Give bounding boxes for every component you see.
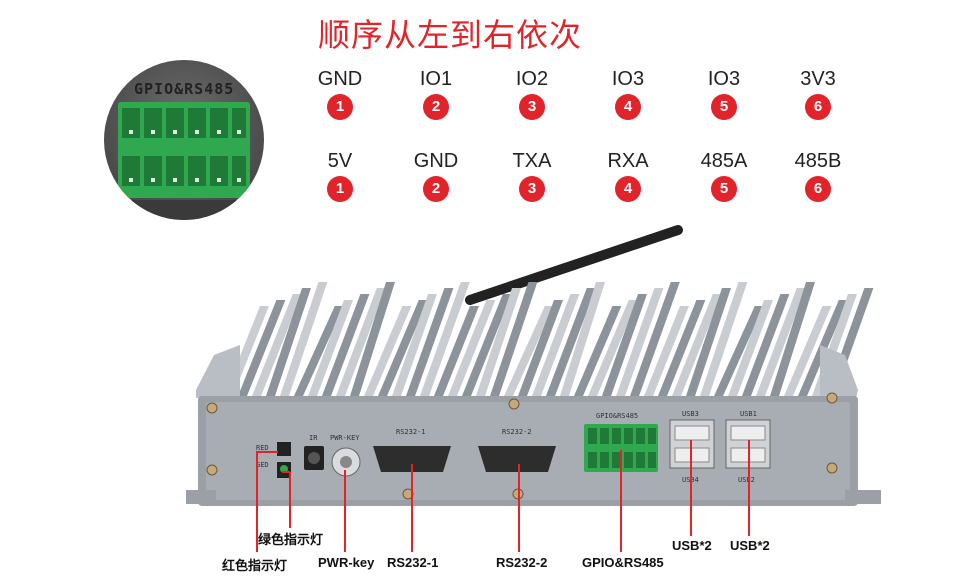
pin-label: IO1 <box>419 68 453 90</box>
heatsink-fin <box>616 288 664 396</box>
pin-label: GND <box>413 150 459 172</box>
heatsink-fin <box>462 294 512 396</box>
pin-label: IO3 <box>707 68 741 90</box>
callout-green-led: 绿色指示灯 <box>258 532 324 547</box>
heatsink-fin <box>392 294 437 396</box>
pin-number-badge: 5 <box>711 176 737 202</box>
heatsink-fin <box>686 288 731 396</box>
panel-label-red: RED <box>256 444 269 452</box>
heatsink-fin <box>532 294 580 396</box>
panel-label-rs232-2: RS232-2 <box>502 428 532 436</box>
callout-usb-b: USB*2 <box>730 538 770 553</box>
callout-rs232-1: RS232-1 <box>387 555 439 570</box>
pin-number-badge: 5 <box>711 94 737 120</box>
panel-label-usb1: USB1 <box>740 410 757 418</box>
heatsink-fin <box>784 306 832 396</box>
heatsink-fin <box>546 288 596 396</box>
heatsink-fin <box>756 288 806 396</box>
pin-number-badge: 2 <box>423 176 449 202</box>
pin-number-badge: 4 <box>615 176 641 202</box>
heatsink-fin <box>476 288 521 396</box>
callout-gpio: GPIO&RS485 <box>582 555 664 570</box>
pin-label: IO3 <box>611 68 645 90</box>
pin-label: 5V <box>327 150 353 172</box>
pointer-line-gpio <box>620 450 622 552</box>
page-title: 顺序从左到右依次 <box>318 17 583 53</box>
pointer-line-red-led <box>256 452 258 552</box>
pointer-line-usb-b <box>748 440 750 536</box>
heatsink-fin <box>560 282 605 396</box>
heatsink-fin <box>714 306 764 396</box>
pointer-line-usb-a <box>690 440 692 536</box>
heatsink-fin <box>294 306 344 396</box>
heatsink-fin <box>280 282 328 396</box>
heatsink-fin <box>238 300 286 396</box>
pin-number-badge: 3 <box>519 94 545 120</box>
terminal-block-drawing <box>104 102 264 220</box>
pointer-line-rs232-1 <box>411 464 413 552</box>
pointer-tick-green <box>282 471 290 473</box>
heatsink-fin <box>308 300 353 396</box>
panel-label-rs232-1: RS232-1 <box>396 428 426 436</box>
heatsink-fin <box>336 288 386 396</box>
heatsink-fin <box>728 300 773 396</box>
heatsink-fin <box>252 294 302 396</box>
pointer-tick-red <box>256 451 278 453</box>
pin-number-badge: 1 <box>327 94 353 120</box>
pin-number-badge: 1 <box>327 176 353 202</box>
pin-label: 485A <box>700 150 748 172</box>
heatsink-fin <box>672 294 722 396</box>
pin-label: RXA <box>607 150 649 172</box>
heatsink-fin <box>588 300 638 396</box>
pin-label: TXA <box>512 150 552 172</box>
heatsink-fin <box>490 282 538 396</box>
heatsink-fin <box>644 306 689 396</box>
heatsink-fin <box>322 294 370 396</box>
heatsink-fin <box>742 294 790 396</box>
pin-label: IO2 <box>515 68 549 90</box>
heatsink-fin <box>266 288 311 396</box>
heatsink-fin <box>770 282 815 396</box>
pin-label: 3V3 <box>800 68 836 90</box>
heatsink-fin <box>504 306 554 396</box>
callout-rs232-2: RS232-2 <box>496 555 548 570</box>
heatsink-fin <box>420 282 470 396</box>
panel-label-pwr: PWR-KEY <box>330 434 360 442</box>
heatsink-fin <box>574 306 622 396</box>
pin-number-badge: 6 <box>805 94 831 120</box>
panel-label-gpio: GPIO&RS485 <box>596 412 639 420</box>
pin-label: 485B <box>794 150 842 172</box>
heatsink-fin <box>406 288 454 396</box>
pin-number-badge: 3 <box>519 176 545 202</box>
heatsink-fins <box>224 282 874 396</box>
heatsink-fin <box>350 282 395 396</box>
callout-pwr-key: PWR-key <box>318 555 375 570</box>
panel-label-ir: IR <box>309 434 318 442</box>
panel-label-usb3: USB3 <box>682 410 699 418</box>
pin-number-badge: 2 <box>423 94 449 120</box>
pin-number-badge: 6 <box>805 176 831 202</box>
terminal-zoom-image: GPIO&RS485 <box>104 60 264 220</box>
pin-number-badge: 4 <box>615 94 641 120</box>
heatsink-fin <box>630 282 680 396</box>
heatsink-fin <box>602 294 647 396</box>
heatsink-fin <box>658 300 706 396</box>
zoom-terminal-label: GPIO&RS485 <box>134 80 235 98</box>
pin-label: GND <box>317 68 363 90</box>
callout-usb-a: USB*2 <box>672 538 712 553</box>
pointer-line-rs232-2 <box>518 464 520 552</box>
panel-label-usb2: USB2 <box>738 476 755 484</box>
pointer-line-green-led <box>289 472 291 528</box>
panel-label-ged: GED <box>256 461 269 469</box>
heatsink-fin <box>378 300 428 396</box>
pointer-line-pwr-key <box>344 470 346 552</box>
heatsink-fin <box>700 282 748 396</box>
heatsink-fin <box>364 306 412 396</box>
heatsink-fin <box>434 306 479 396</box>
heatsink-fin <box>518 300 563 396</box>
callout-red-led: 红色指示灯 <box>222 558 288 573</box>
heatsink-fin <box>448 300 496 396</box>
